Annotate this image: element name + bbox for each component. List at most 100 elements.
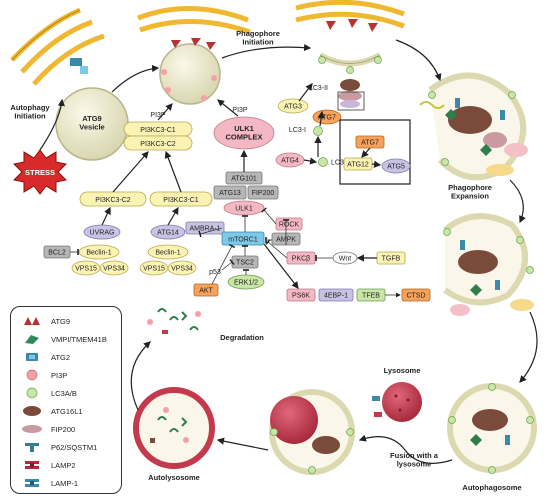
node-pkcb-label: PKCβ	[292, 256, 310, 263]
lamp1-icon	[19, 476, 45, 490]
node-tfeb-label: TFEB	[362, 293, 380, 300]
lc3-ii-label: LC3-II	[309, 85, 328, 92]
legend-row-atg16l1: ATG16L1	[19, 404, 83, 418]
degradation-label: Degradation	[220, 333, 264, 342]
node-atg7-b-label: ATG7	[361, 140, 379, 147]
legend-row-atg2: ATG2	[19, 350, 70, 364]
legend-row-fip200: FIP200	[19, 422, 75, 436]
node-ps6k: PS6K	[286, 288, 316, 302]
stress-burst: STRESS	[12, 149, 68, 195]
node-atg7-a-label: ATG7	[318, 115, 336, 122]
degradation-debris	[147, 308, 201, 334]
fusion-structure	[269, 389, 355, 475]
autolysosome-label: Autolysosome	[148, 473, 200, 482]
legend-label-fip200: FIP200	[51, 424, 76, 434]
node-vps15-a-label: VPS15	[75, 266, 97, 273]
legend-label-lamp2: LAMP2	[51, 460, 76, 470]
node-fip200-label: FIP200	[252, 190, 275, 197]
lc3-icon	[19, 386, 45, 400]
lc3-label: LC3	[331, 160, 344, 167]
node-atg3-label: ATG3	[284, 104, 302, 111]
phagophore-closing	[443, 213, 534, 316]
node-bcl2-label: BCL2	[48, 250, 66, 257]
pi3p-left-label: PI3P	[150, 112, 166, 119]
legend-row-lamp2: LAMP2	[19, 458, 76, 472]
pathway-edges	[39, 39, 538, 464]
node-mtorc1: mTORC1	[221, 231, 265, 246]
node-atg12-label: ATG12	[347, 162, 369, 169]
legend-row-atg9: ATG9	[19, 314, 70, 328]
autophagosome-label: Autophagosome	[462, 483, 521, 492]
node-wnt: Wnt	[332, 251, 358, 265]
node-wnt-label: Wnt	[339, 256, 352, 263]
node-beclin1-a: Beclin-1	[78, 244, 120, 260]
node-erk-label: ERK1/2	[234, 280, 258, 287]
node-ctsd: CTSD	[401, 288, 431, 302]
legend-label-lamp1: LAMP-1	[51, 478, 79, 488]
legend-row-p62: P62/SQSTM1	[19, 440, 97, 454]
node-vps34-b: VPS34	[167, 260, 197, 276]
node-ambra1: AMBRA-1	[185, 221, 225, 235]
node-atg14: ATG14	[150, 224, 186, 240]
atg2-icon	[19, 350, 45, 364]
node-uvrag: UVRAG	[83, 224, 121, 240]
lysosome	[372, 382, 422, 422]
node-atg101: ATG101	[225, 171, 263, 185]
node-atg13-label: ATG13	[219, 190, 241, 197]
lc3-ii-complex	[337, 79, 365, 111]
legend-row-lamp1: LAMP-1	[19, 476, 78, 490]
autophagosome	[447, 383, 537, 474]
lc3-dot	[318, 157, 328, 167]
node-atg5-label: ATG5	[387, 164, 405, 171]
lc3-i-dot	[313, 126, 323, 136]
legend-label-atg16l1: ATG16L1	[51, 406, 83, 416]
atg9-icon	[19, 314, 45, 328]
legend-label-pi3p: PI3P	[51, 370, 68, 380]
node-mtorc1-label: mTORC1	[228, 237, 258, 244]
node-ctsd-label: CTSD	[406, 293, 425, 300]
node-vps15-b: VPS15	[139, 260, 169, 276]
fusing-vesicle	[159, 38, 221, 105]
p53-label: p53	[209, 269, 221, 276]
legend-row-lc3: LC3A/B	[19, 386, 77, 400]
atg9-vesicle-protein	[70, 58, 88, 74]
golgi-right	[295, 0, 405, 29]
node-atg4-label: ATG4	[281, 158, 299, 165]
legend-row-pi3p: PI3P	[19, 368, 67, 382]
vmp1-icon	[19, 332, 45, 346]
phagophore-expansion-structure	[419, 72, 528, 181]
node-atg7-b: ATG7	[355, 135, 385, 149]
stress-label: STRESS	[25, 168, 55, 177]
lc3-i-label: LC3-I	[289, 127, 306, 134]
node-vps15-a: VPS15	[71, 260, 101, 276]
node-erk: ERK1/2	[227, 274, 265, 290]
pi3p-right-label: PI3P	[232, 107, 248, 114]
node-pi3kc3-c1-mid: PI3KC3-C1	[149, 191, 213, 207]
node-pi3kc3-c2-mid: PI3KC3-C2	[79, 191, 147, 207]
node-atg13: ATG13	[213, 185, 247, 200]
node-atg101-label: ATG101	[231, 176, 257, 183]
node-vps34-a-label: VPS34	[103, 266, 125, 273]
legend-label-lc3: LC3A/B	[51, 388, 77, 398]
legend: ATG9 VMPI/TMEM41B ATG2 PI3P LC3A/B ATG16…	[10, 306, 122, 494]
golgi-left	[10, 7, 105, 86]
node-fip200: FIP200	[247, 185, 279, 200]
legend-label-vmp1: VMPI/TMEM41B	[51, 334, 107, 344]
legend-label-atg2: ATG2	[51, 352, 71, 362]
node-atg7-a: ATG7	[312, 109, 342, 125]
node-akt-label: AKT	[199, 288, 213, 295]
node-beclin1-b-label: Beclin-1	[155, 250, 180, 257]
node-tsc2: TSC2	[231, 255, 259, 269]
node-ulk1: ULK1	[223, 200, 265, 216]
fip200-icon	[19, 422, 45, 436]
node-tsc2-label: TSC2	[236, 260, 254, 267]
atg12-conjugation-box	[339, 119, 411, 185]
node-pi3kc3-c2-top: PI3KC3-C2	[123, 135, 193, 151]
node-4ebp1: 4EBP-1	[318, 288, 354, 302]
